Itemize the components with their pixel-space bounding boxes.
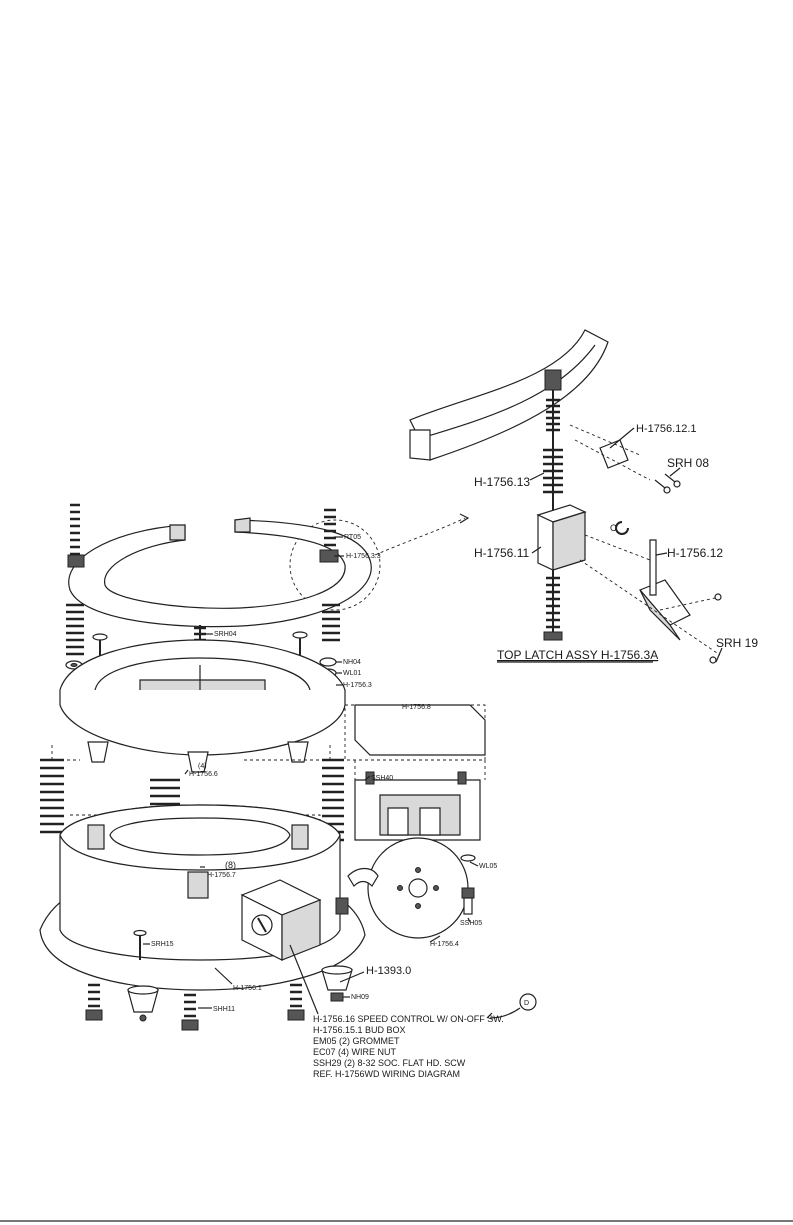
note-wire-nut: EC07 (4) WIRE NUT [313, 1047, 397, 1057]
main-leaders [143, 536, 479, 1015]
label-shh11: SHH11 [213, 1006, 235, 1013]
note-grommet: EM05 (2) GROMMET [313, 1036, 400, 1046]
srh19-screw [709, 656, 717, 664]
label-ssh40: SSH40 [371, 775, 393, 782]
label-srh04: SRH04 [214, 631, 237, 638]
note-bud-box: H-1756.15.1 BUD BOX [313, 1025, 406, 1035]
rubber-feet [87, 741, 309, 773]
latch-block [536, 504, 587, 571]
label-h-1756-13: H-1756.13 [474, 475, 530, 489]
label-srh08: SRH 08 [667, 456, 709, 470]
ring-studs [67, 503, 339, 568]
mounting-plate [59, 639, 346, 756]
c-clip [615, 521, 629, 535]
label-h-1756-12-1: H-1756.12.1 [636, 423, 697, 435]
label-h-1393-0: H-1393.0 [366, 965, 411, 977]
latch-top-nut [544, 369, 562, 391]
label-h-1756-3: H-1756.3 [343, 682, 372, 689]
label-qty-4: (4) [198, 763, 207, 770]
label-nh09: NH09 [351, 994, 369, 1001]
label-h-1756-11: H-1756.11 [474, 546, 529, 560]
label-h-1756-4: H-1756.4 [430, 941, 459, 948]
pulley-disc [347, 837, 469, 939]
left-stud-spring [66, 603, 84, 656]
label-h-1756-8: H-1756.8 [402, 704, 431, 711]
label-h-1756-1: H-1756.1 [233, 985, 262, 992]
right-stud-spring [322, 603, 340, 642]
srh08-screws [654, 473, 681, 494]
latch-spring [543, 448, 563, 494]
label-marker-c: C [610, 523, 617, 533]
bottom-bolts [85, 929, 305, 1031]
label-h-1756-7: H-1756.7 [207, 872, 236, 879]
label-marker-d: D [524, 1000, 529, 1007]
label-h-1756-3-3: H-1756.3.3 [346, 553, 381, 560]
foot-h-1393 [321, 965, 353, 1002]
speed-control-box [240, 879, 322, 961]
label-wl05: WL05 [479, 863, 497, 870]
top-split-ring [68, 517, 372, 628]
label-h-1756-12: H-1756.12 [667, 546, 723, 560]
latch-assembly-title: TOP LATCH ASSY H-1756.3A [497, 648, 658, 662]
label-qty-8: (8) [225, 860, 236, 870]
note-screw: SSH29 (2) 8-32 SOC. FLAT HD. SCW [313, 1058, 466, 1068]
latch-ring-segment [409, 329, 609, 461]
note-wiring-diagram: REF. H-1756WD WIRING DIAGRAM [313, 1069, 460, 1079]
label-rt05: RT05 [344, 534, 361, 541]
latch-leaders [529, 427, 723, 663]
label-nh04: NH04 [343, 659, 361, 666]
marker-d [486, 993, 537, 1019]
parts-notes: H-1756.16 SPEED CONTROL W/ ON-OFF SW. H-… [313, 1014, 504, 1079]
detail-callout [289, 513, 470, 611]
latch-ring-lower [409, 429, 431, 461]
label-srh15: SRH15 [151, 941, 174, 948]
label-h-1756-6: H-1756.6 [189, 771, 218, 778]
electronics-box [344, 704, 486, 841]
top-latch-assembly [409, 329, 722, 664]
note-speed-control: H-1756.16 SPEED CONTROL W/ ON-OFF SW. [313, 1014, 504, 1024]
right-hardware [335, 854, 476, 915]
label-srh19: SRH 19 [716, 636, 758, 650]
label-ssh05: SSH05 [460, 920, 482, 927]
bottom-rule [0, 1220, 793, 1222]
latch-lever [638, 539, 691, 641]
label-wl01: WL01 [343, 670, 361, 677]
plate-screws [92, 625, 308, 670]
